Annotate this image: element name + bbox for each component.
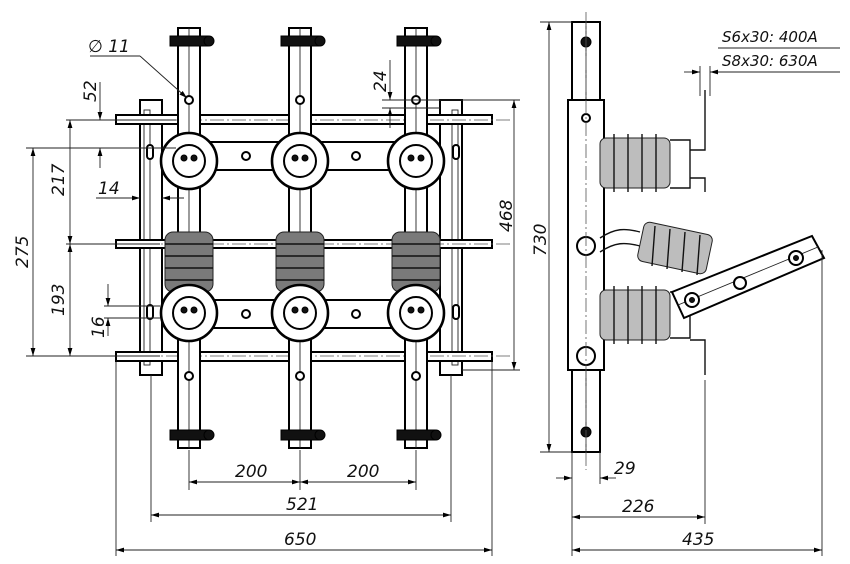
dim-200-left: 200 [235,462,267,482]
pole-3 [386,27,446,449]
lower-insulator [599,286,706,375]
dim-226: 226 [622,497,655,517]
busbar-note-400: S6x30: 400A [722,28,818,46]
dim-29: 29 [614,459,636,479]
front-view [100,27,510,449]
dim-521: 521 [286,495,318,515]
frame-right-plate [439,99,463,376]
dim-217: 217 [49,163,69,196]
dim-275: 275 [13,236,33,268]
dimension-lines [26,21,840,556]
dimension-labels: ∅ 11 52 24 217 275 14 468 193 16 730 200… [13,28,818,550]
side-view [567,12,826,470]
dim-24: 24 [371,70,391,92]
open-blade [670,234,826,320]
dim-193: 193 [49,284,69,316]
dim-16: 16 [89,316,109,338]
dim-hole-diameter: ∅ 11 [88,37,130,57]
pole-2 [270,27,330,449]
dim-468: 468 [497,199,517,232]
busbar-note-630: S8x30: 630A [722,52,818,70]
upper-insulator [599,90,706,192]
pole-1 [159,27,219,449]
dim-650: 650 [284,530,316,550]
frame-left-plate [139,99,163,376]
middle-insulator [599,221,713,276]
dim-730: 730 [531,224,551,256]
dim-14: 14 [98,179,120,199]
dim-200-right: 200 [347,462,379,482]
dim-52: 52 [81,80,101,102]
dim-435: 435 [682,530,714,550]
